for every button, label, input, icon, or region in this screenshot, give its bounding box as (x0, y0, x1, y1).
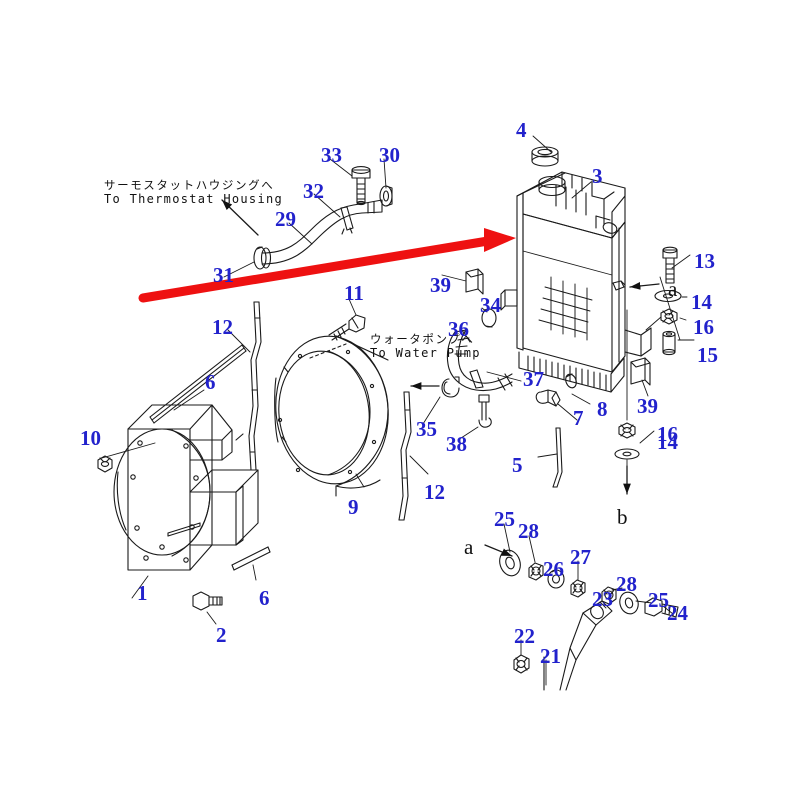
part-label-33: 33 (321, 143, 342, 167)
part-label-38: 38 (446, 432, 467, 456)
strap-12-right (398, 391, 412, 521)
mount-block-39-left (465, 268, 484, 295)
part-label-16: 16 (693, 315, 714, 339)
part-label-4: 4 (516, 118, 527, 142)
note-jp-text: サーモスタットハウジングへ (104, 178, 275, 192)
part-label-29: 29 (275, 207, 296, 231)
part-label-35: 35 (416, 417, 437, 441)
hardware-stack-lower-right (614, 422, 640, 460)
part-label-12: 12 (424, 480, 445, 504)
part-label-23: 23 (592, 587, 613, 611)
lower-radiator-hose (441, 308, 513, 428)
part-label-26: 26 (543, 557, 564, 581)
radiator-core (500, 146, 652, 393)
part-label-30: 30 (379, 143, 400, 167)
part-label-22: 22 (514, 624, 535, 648)
part-label-9: 9 (348, 495, 359, 519)
callout-a-right: a (668, 277, 678, 301)
plug-8 (565, 373, 577, 389)
bracket-7 (535, 389, 561, 407)
rod-6-lower (231, 546, 271, 571)
bottom-hardware-row (499, 549, 679, 691)
part-label-31: 31 (213, 263, 234, 287)
note-jp-text: ウォータポンプへ (370, 332, 475, 346)
note-thermostat-housing: サーモスタットハウジングへ To Thermostat Housing (104, 178, 283, 207)
part-label-24: 24 (667, 601, 688, 625)
note-water-pump: ウォータポンプへ To Water Pump (370, 332, 481, 361)
part-label-21: 21 (540, 644, 561, 668)
part-label-16: 16 (657, 422, 678, 446)
nut-10 (97, 455, 113, 473)
upper-radiator-hose (253, 199, 383, 270)
part-label-8: 8 (597, 397, 608, 421)
part-label-3: 3 (592, 164, 603, 188)
part-label-14: 14 (691, 290, 712, 314)
part-label-37: 37 (523, 367, 544, 391)
part-label-34: 34 (480, 293, 501, 317)
part-label-32: 32 (303, 179, 324, 203)
part-label-1: 1 (137, 581, 148, 605)
part-label-6: 6 (259, 586, 270, 610)
part-label-15: 15 (697, 343, 718, 367)
bolt-33 (351, 166, 371, 206)
fan-shroud-1 (113, 404, 259, 571)
fan-ring-9 (274, 335, 389, 497)
part-label-5: 5 (512, 453, 523, 477)
part-label-13: 13 (694, 249, 715, 273)
part-label-2: 2 (216, 623, 227, 647)
part-label-10: 10 (80, 426, 101, 450)
part-label-25: 25 (494, 507, 515, 531)
strap-12-left (248, 301, 262, 471)
rod-6-upper (149, 344, 247, 424)
part-label-27: 27 (570, 545, 591, 569)
part-label-12: 12 (212, 315, 233, 339)
note-en-text: To Thermostat Housing (104, 192, 284, 207)
part-label-36: 36 (448, 317, 469, 341)
part-label-39: 39 (430, 273, 451, 297)
part-label-6: 6 (205, 370, 216, 394)
part-label-39: 39 (637, 394, 658, 418)
part-label-28: 28 (518, 519, 539, 543)
rod-5 (537, 427, 563, 488)
part-label-25: 25 (648, 588, 669, 612)
grommet-30 (379, 185, 393, 207)
hardware-stack-right (654, 246, 682, 356)
part-label-14: 14 (657, 430, 678, 454)
mount-block-39-right (630, 357, 651, 386)
red-highlight-arrow (138, 228, 516, 303)
part-label-11: 11 (344, 281, 364, 305)
note-en-text: To Water Pump (370, 346, 481, 361)
part-label-28: 28 (616, 572, 637, 596)
callout-b: b (617, 505, 628, 529)
bolt-2 (192, 591, 223, 611)
part-label-7: 7 (573, 406, 584, 430)
callout-a-bottom: a (464, 535, 474, 559)
